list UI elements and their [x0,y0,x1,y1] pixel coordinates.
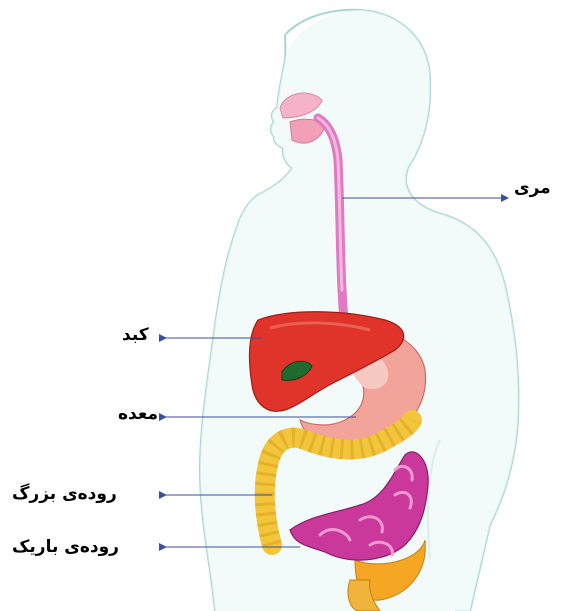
stomach-label: معده [118,404,158,424]
small-intestine-label: روده‌ی باریک [12,537,119,557]
liver-label: کبد [122,325,149,345]
large-intestine-label: روده‌ی بزرگ [12,484,117,504]
esophagus-label: مری [514,178,551,198]
